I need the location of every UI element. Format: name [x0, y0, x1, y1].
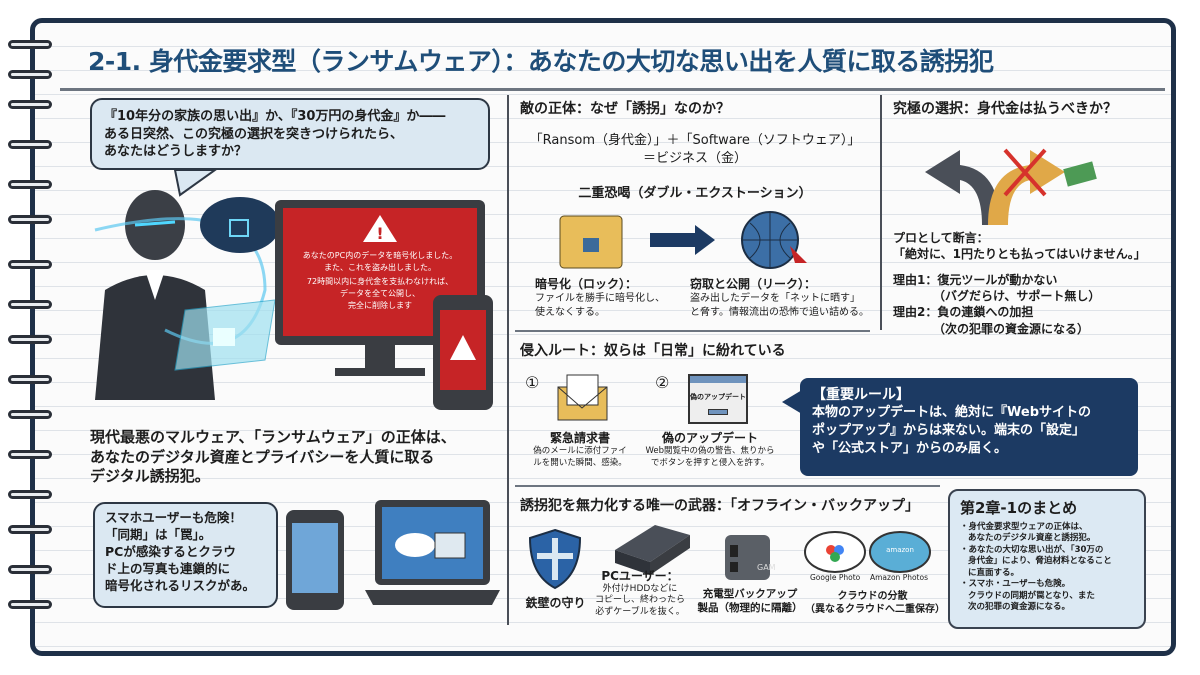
cloud-distribution-label: クラウドの分散（異なるクラウドへ二重保存） — [805, 591, 945, 615]
ransom-message: データを全て公開し、 — [340, 288, 420, 298]
choice-heading: 究極の選択：身代金は払うべきか？ — [893, 101, 1117, 117]
laptop-cloud-icon — [365, 500, 500, 605]
arrow-right-icon — [650, 225, 715, 255]
extortion-flow — [559, 211, 807, 269]
hacker-figure-icon — [95, 190, 215, 400]
professional-statement: プロとして断言：「絶対に、1円たりとも払ってはいけません。」 — [893, 231, 1146, 262]
intro-speech-bubble: 『10年分の家族の思い出』か、『30万円の身代金』か――ある日突然、この究極の選… — [90, 98, 490, 170]
locked-folder-icon — [559, 215, 623, 269]
devices-illustration — [286, 500, 500, 610]
leak-description: 窃取と公開（リーク）：盗み出したデータを「ネットに晒す」と脅す。情報流出の恐怖で… — [690, 277, 869, 318]
ransom-message: 完全に削除します — [348, 300, 412, 310]
section-divider — [515, 485, 940, 487]
ransom-message: また、これを盗み出しました。 — [324, 262, 436, 272]
shield-icon — [528, 528, 582, 590]
charger-backup-label: 充電型バックアップ製品（物理的に隔離） — [697, 588, 803, 614]
route-item-email: 緊急請求書偽のメールに添付ファイルを開いた瞬間、感染。 — [533, 431, 627, 468]
google-photos-cloud-icon — [804, 531, 866, 573]
ransomware-definition: 現代最悪のマルウェア、「ランサムウェア」の正体は、あなたのデジタル資産とプライバ… — [90, 428, 456, 485]
ransom-message: 72時間以内に身代金を支払わなければ、 — [307, 276, 453, 286]
smartphone-warning-bubble: スマホユーザーも危険！「同期」は「罠」。PCが感染するとクラウド上の写真も連鎖的… — [93, 502, 278, 608]
hacker-illustration: ! あなたのPC内のデータを暗号化しました。 また、これを盗み出しました。 72… — [94, 170, 493, 410]
google-photo-label: Google Photo — [810, 573, 861, 582]
ransomware-formula: 「Ransom（身代金）」＋「Software（ソフトウェア）」＝ビジネス（金） — [529, 133, 861, 166]
smartphone-icon — [286, 510, 344, 610]
pc-user-backup: PCユーザー：外付けHDDなどにコピーし、終わったら必ずケーブルを抜く。 — [594, 569, 685, 617]
backup-heading: 誘拐犯を無力化する唯一の武器：「オフライン・バックアップ」 — [520, 498, 919, 514]
crossroads-illustration — [925, 148, 1097, 225]
double-extortion-label: 二重恐喝（ダブル・エクストーション） — [578, 186, 812, 201]
enemy-heading: 敵の正体：なぜ「誘拐」なのか？ — [520, 101, 730, 117]
column-divider — [507, 95, 509, 625]
reasons-list: 理由1：復元ツールが動かない（バグだらけ、サポート無し）理由2：負の連鎖への加担… — [893, 273, 1101, 336]
phone-warning-icon — [433, 295, 493, 410]
title-divider — [60, 88, 1165, 91]
shield-label: 鉄壁の守り — [525, 596, 586, 610]
tablet-lock-icon — [174, 299, 276, 371]
route-number: ② — [655, 373, 670, 392]
callout-pointer — [782, 390, 802, 414]
globe-icon — [741, 211, 807, 269]
x-mark-icon — [1003, 148, 1047, 197]
svg-text:GAM: GAM — [757, 563, 776, 572]
amazon-photos-label: Amazon Photos — [870, 573, 928, 582]
routes-heading: 侵入ルート：奴らは「日常」に紛れている — [520, 343, 786, 359]
charger-backup-icon: GAM — [725, 535, 776, 580]
encryption-description: 暗号化（ロック）：ファイルを勝手に暗号化し、使えなくする。 — [535, 277, 665, 318]
chapter-summary: 第2章-1のまとめ ・身代金要求型ウェアの正体は、あなたのデジタル資産と誘拐犯。… — [948, 489, 1146, 629]
svg-text:!: ! — [376, 224, 383, 243]
money-icon — [1063, 161, 1097, 187]
backup-icons: GAM amazon — [528, 525, 931, 590]
amazon-photos-cloud-icon: amazon — [869, 531, 931, 573]
fake-update-popup: 偽のアップデート — [688, 374, 748, 424]
external-hdd-icon — [615, 525, 690, 575]
route-number: ① — [525, 373, 540, 392]
envelope-icon — [557, 374, 608, 421]
right-road-arrow-icon — [988, 150, 1065, 225]
column-divider — [880, 95, 882, 330]
svg-text:amazon: amazon — [886, 546, 914, 554]
cloud-lock-icon — [200, 197, 280, 253]
section-divider — [515, 330, 870, 332]
cursor-icon — [790, 246, 807, 263]
left-road-arrow-icon — [925, 150, 1000, 225]
ransom-message: あなたのPC内のデータを暗号化しました。 — [303, 250, 457, 260]
important-rule-callout: 【重要ルール】本物のアップデートは、絶対に『Webサイトのポップアップ』からは来… — [800, 378, 1138, 476]
page-title: 2-1. 身代金要求型（ランサムウェア）：あなたの大切な思い出を人質に取る誘拐犯 — [88, 47, 994, 76]
warning-icon — [363, 215, 397, 242]
